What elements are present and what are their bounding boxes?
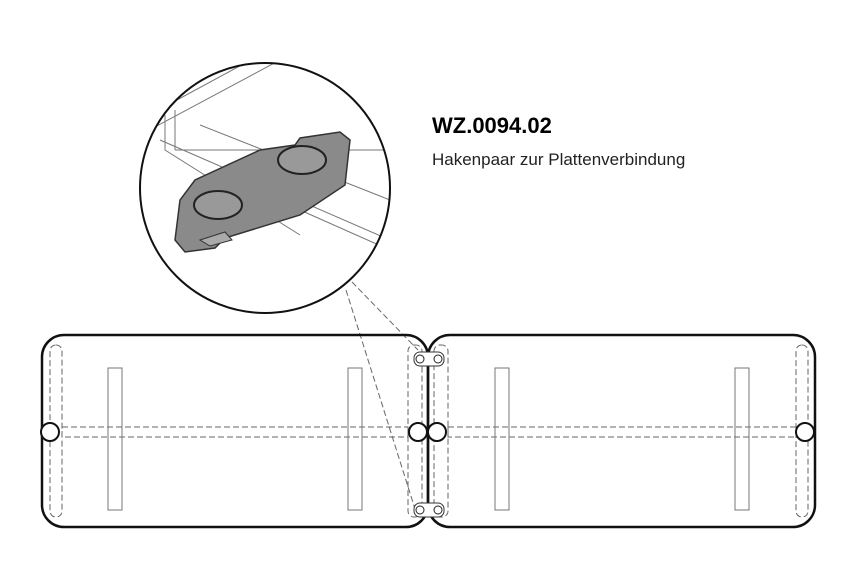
hook-connector-top bbox=[413, 351, 445, 367]
zoom-guide-lines bbox=[345, 281, 419, 513]
product-description: Hakenpaar zur Plattenverbindung bbox=[432, 150, 686, 169]
table-top-right bbox=[426, 333, 817, 529]
table-top-left bbox=[40, 333, 430, 529]
detail-magnifier bbox=[139, 62, 391, 314]
hook-connector-bottom bbox=[413, 502, 445, 518]
hook-pair-icon bbox=[174, 131, 351, 253]
product-code: WZ.0094.02 bbox=[432, 113, 552, 138]
